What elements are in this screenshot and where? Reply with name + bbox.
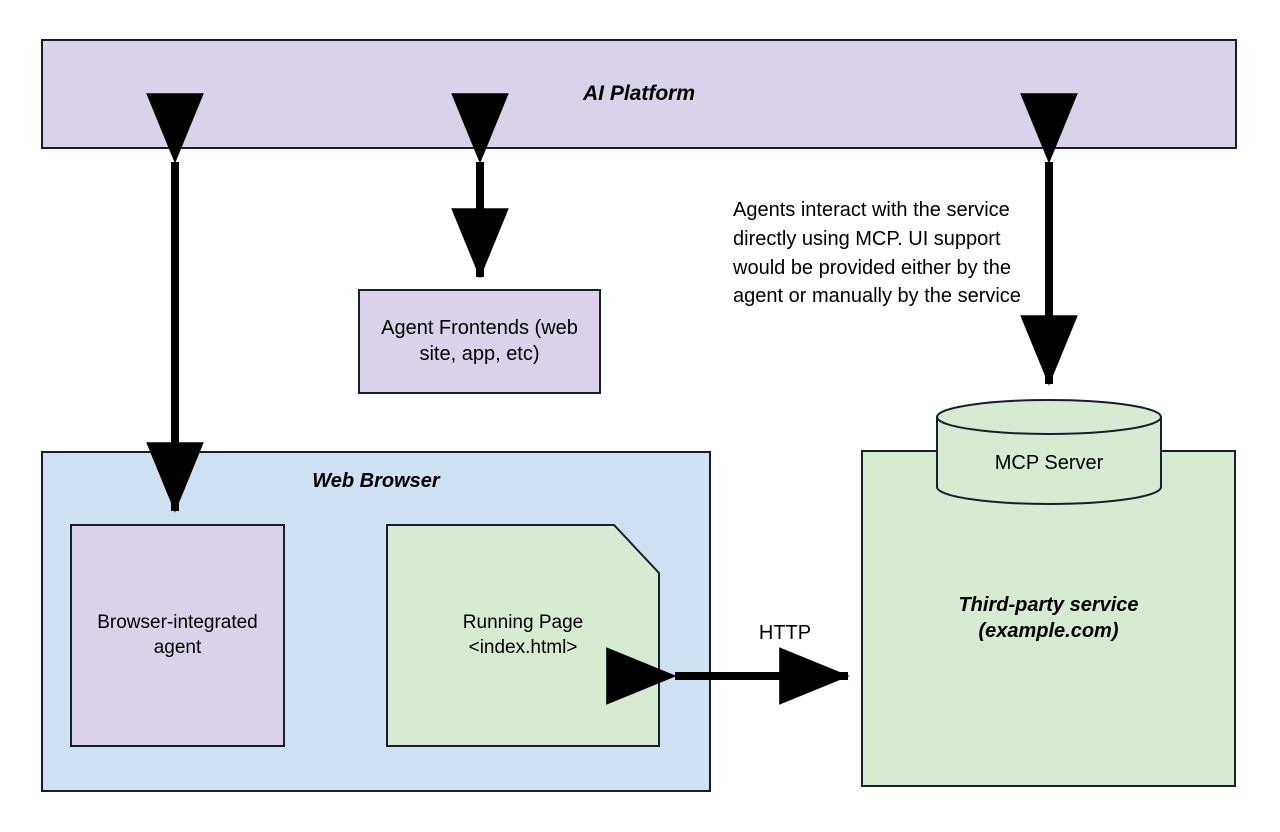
node-mcp-server-label: MCP Server	[994, 451, 1104, 474]
node-agent-frontends[interactable]: Agent Frontends (web site, app, etc)	[358, 289, 601, 394]
node-browser-integrated-agent-label: Browser-integrated agent	[97, 612, 258, 658]
cylinder-database-icon	[936, 399, 1162, 505]
node-agent-frontends-label: Agent Frontends (web site, app, etc)	[381, 316, 578, 365]
node-mcp-server[interactable]: MCP Server	[936, 399, 1162, 505]
node-browser-integrated-agent[interactable]: Browser-integrated agent	[70, 524, 285, 747]
node-web-browser-label: Web Browser	[312, 470, 440, 492]
node-third-party-service-label: Third-party service (example.com)	[958, 593, 1139, 642]
node-ai-platform[interactable]: AI Platform	[41, 39, 1237, 149]
edge-label-http: HTTP	[758, 622, 812, 644]
node-running-page[interactable]: Running Page <index.html>	[386, 524, 660, 747]
annotation-mcp-note: Agents interact with the service directl…	[733, 199, 1021, 308]
node-running-page-label: Running Page <index.html>	[462, 611, 584, 658]
node-ai-platform-label: AI Platform	[582, 81, 695, 105]
